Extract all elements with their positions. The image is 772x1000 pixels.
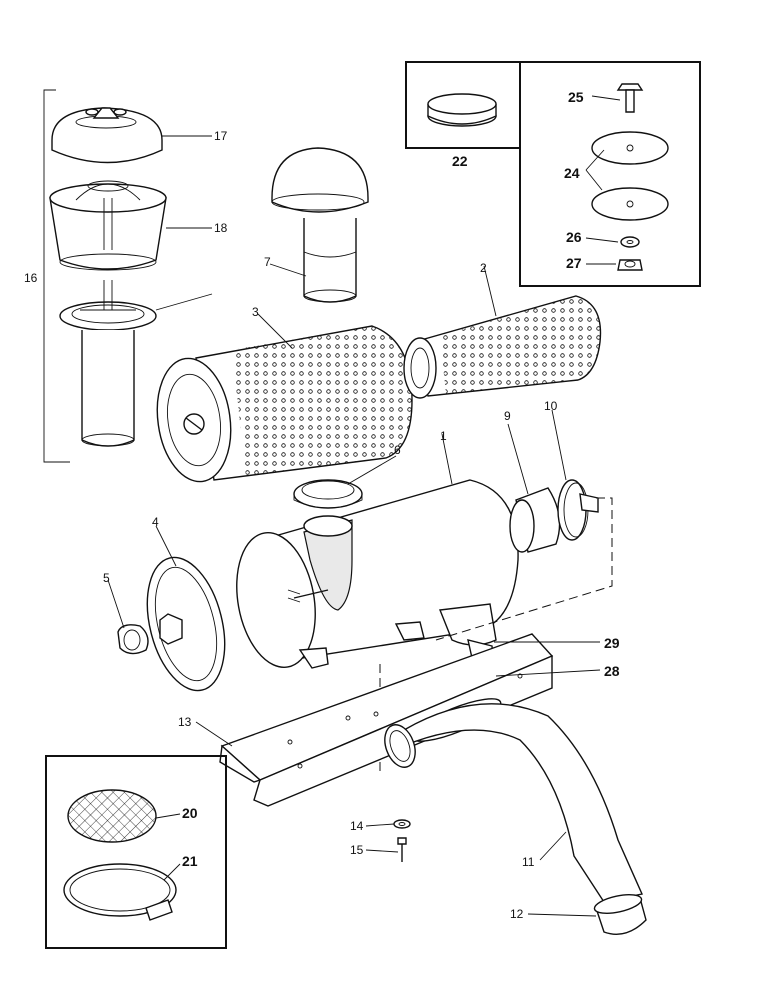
- inset-box-22: [405, 61, 521, 149]
- callout-25: 25: [568, 89, 584, 105]
- precleaner-cap: [51, 107, 163, 164]
- hose-end-sleeve: [593, 894, 647, 935]
- callout-22: 22: [452, 153, 468, 169]
- safety-filter-element: [403, 295, 602, 399]
- inset-box-fasteners: [519, 61, 701, 287]
- callout-5: 5: [103, 571, 110, 585]
- callout-24: 24: [564, 165, 580, 181]
- callout-10: 10: [544, 399, 558, 413]
- main-filter-element: [156, 325, 413, 483]
- callout-26: 26: [566, 229, 582, 245]
- callout-6: 6: [394, 443, 401, 457]
- hose-clamp: [557, 479, 599, 541]
- callout-labels: 1 2 3 4 5 6 7 9 10 11 12 13 14 15 16 17 …: [24, 89, 620, 921]
- callout-18: 18: [214, 221, 228, 235]
- seal-ring: [293, 479, 363, 509]
- callout-14: 14: [350, 819, 364, 833]
- callout-1: 1: [440, 429, 447, 443]
- callout-16: 16: [24, 271, 38, 285]
- callout-11: 11: [522, 855, 535, 869]
- intake-cap: [271, 147, 369, 303]
- end-cover: [146, 556, 226, 692]
- callout-27: 27: [566, 255, 582, 271]
- precleaner-base: [59, 280, 157, 447]
- callout-20: 20: [182, 805, 198, 821]
- leader-lines: [107, 95, 621, 917]
- assembly-16-bracket: [43, 89, 70, 463]
- washer-and-bolt: [393, 819, 411, 862]
- precleaner-bowl: [49, 180, 167, 271]
- callout-12: 12: [510, 907, 524, 921]
- callout-7: 7: [264, 255, 271, 269]
- callout-15: 15: [350, 843, 364, 857]
- inset-box-screen: [45, 755, 227, 949]
- hose-sleeve: [509, 487, 561, 553]
- callout-21: 21: [182, 853, 198, 869]
- callout-29: 29: [604, 635, 620, 651]
- callout-9: 9: [504, 409, 511, 423]
- callout-3: 3: [252, 305, 259, 319]
- callout-17: 17: [214, 129, 228, 143]
- callout-28: 28: [604, 663, 620, 679]
- outlet-hose: [384, 703, 643, 903]
- callout-4: 4: [152, 515, 159, 529]
- callout-2: 2: [480, 261, 487, 275]
- callout-13: 13: [178, 715, 192, 729]
- wing-knob: [117, 624, 149, 655]
- air-cleaner-housing: [236, 479, 519, 681]
